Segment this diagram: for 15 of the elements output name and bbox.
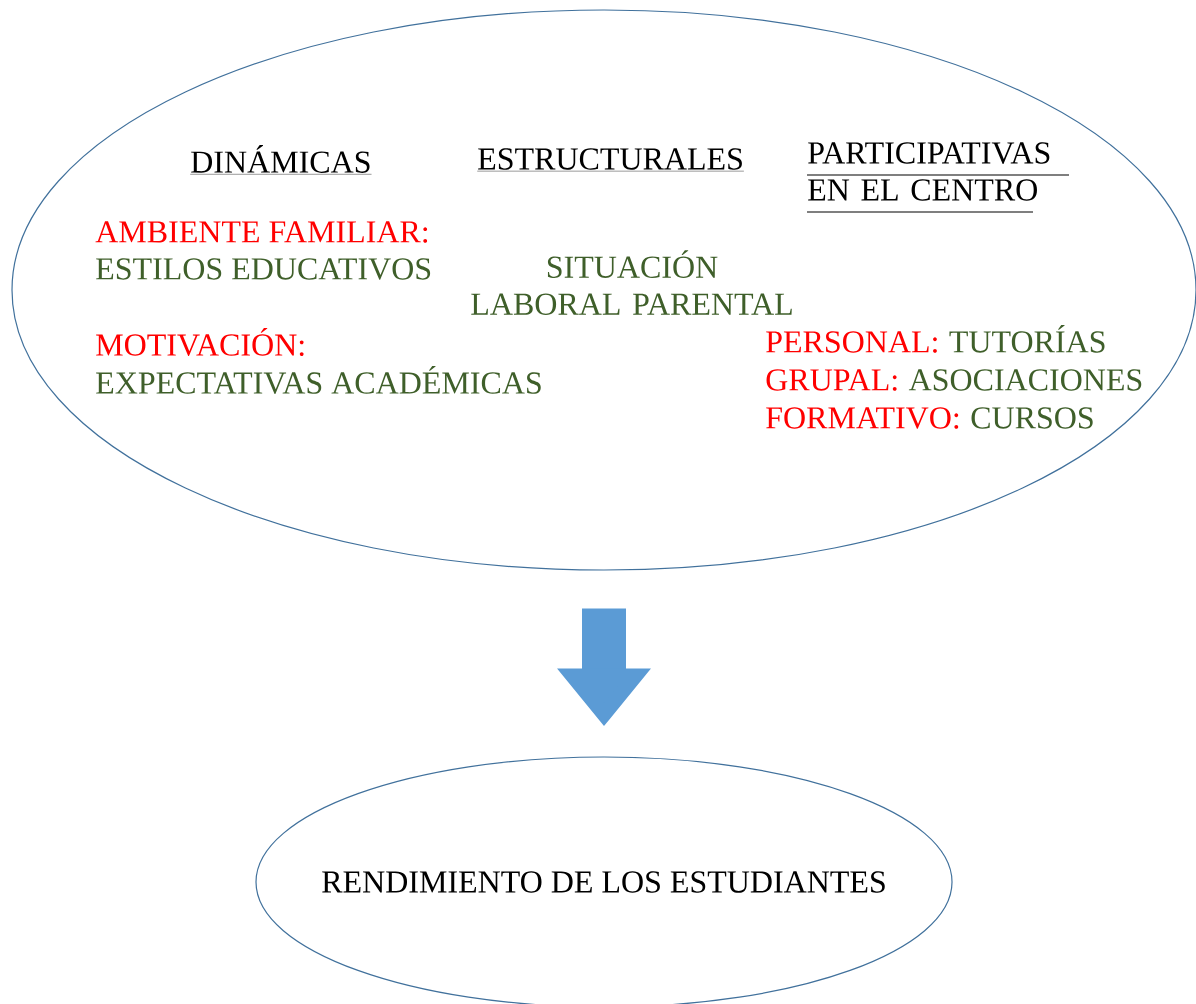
category-heading: ESTRUCTURALES: [477, 148, 745, 172]
factor-label: AMBIENTE FAMILIAR:: [95, 221, 428, 243]
item-label: EXPECTATIVAS ACADÉMICAS: [96, 366, 541, 394]
item-label: ESTILOS EDUCATIVOS: [96, 258, 431, 280]
category-heading: PARTICIPATIVAS EN EL CENTRO: [808, 142, 1050, 201]
factor-label: FORMATIVO:: [766, 407, 959, 429]
factor-label: GRUPAL:: [766, 369, 897, 391]
node-label: RENDIMIENTO DE LOS ESTUDIANTES: [322, 871, 885, 893]
item-label: TUTORÍAS: [949, 324, 1105, 353]
item-label: CURSOS: [971, 407, 1093, 429]
item-label: SITUACIÓN LABORAL PARENTAL: [471, 250, 792, 315]
factor-label: PERSONAL:: [766, 331, 937, 353]
item-label: ASOCIACIONES: [908, 369, 1142, 391]
category-heading: DINÁMICAS: [190, 145, 372, 175]
factor-label: MOTIVACIÓN:: [96, 328, 304, 356]
